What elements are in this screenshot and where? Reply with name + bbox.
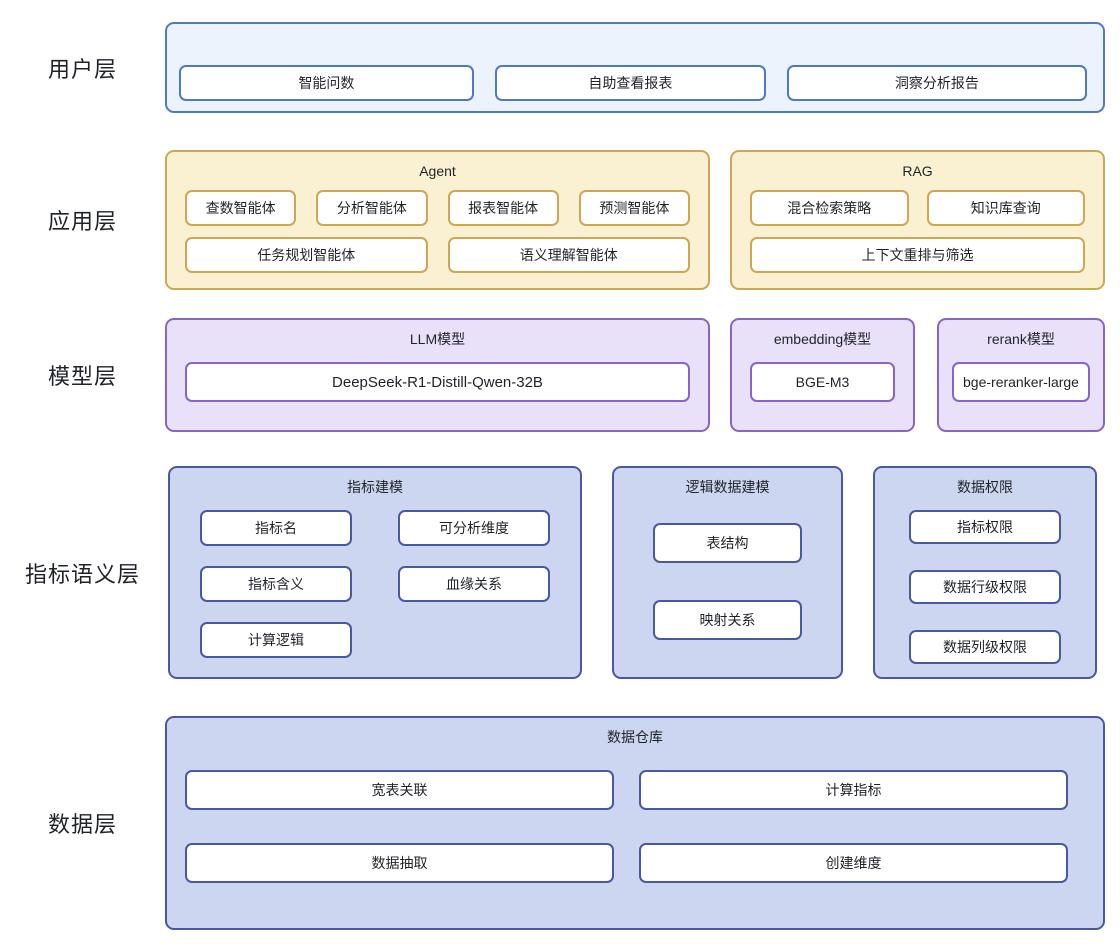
diagram-node: 语义理解智能体 [447,237,690,273]
group-title: 指标建模 [347,479,403,495]
group-rag-row2: 上下文重排与筛选 [750,237,1085,273]
layer-label-data: 数据层 [47,812,117,837]
layer-label-user: 用户层 [47,56,117,82]
diagram-node: 映射关系 [653,600,802,640]
diagram-node: 任务规划智能体 [185,237,428,273]
group-user-nodes: 智能问数 自助查看报表 洞察分析报告 [179,65,1087,101]
group-metric-nodes: 指标名 可分析维度 指标含义 血缘关系 计算逻辑 [200,510,550,658]
diagram-node: 分析智能体 [316,190,428,226]
group-agent: Agent 查数智能体 分析智能体 报表智能体 预测智能体 任务规划智能体 语义… [165,150,710,290]
group-data-warehouse: 数据仓库 宽表关联 计算指标 数据抽取 创建维度 [165,716,1105,930]
diagram-node: 智能问数 [179,65,474,101]
diagram-node: 上下文重排与筛选 [750,237,1085,273]
group-rag: RAG 混合检索策略 知识库查询 上下文重排与筛选 [730,150,1105,290]
diagram-node: 宽表关联 [185,770,614,810]
layer-row-model: 模型层 LLM模型 DeepSeek-R1-Distill-Qwen-32B e… [0,318,1120,432]
diagram-node: BGE-M3 [750,362,895,402]
layer-content-app: Agent 查数智能体 分析智能体 报表智能体 预测智能体 任务规划智能体 语义… [165,150,1105,290]
group-data-warehouse-nodes: 宽表关联 计算指标 数据抽取 创建维度 [185,770,1068,883]
group-metric-modeling: 指标建模 指标名 可分析维度 指标含义 血缘关系 计算逻辑 [168,466,582,679]
group-data-permission: 数据权限 指标权限 数据行级权限 数据列级权限 [873,466,1097,679]
layer-content-semantic: 指标建模 指标名 可分析维度 指标含义 血缘关系 计算逻辑 逻辑数据建模 表结构… [165,466,1105,679]
diagram-node: 洞察分析报告 [786,65,1087,101]
layer-row-data: 数据层 数据仓库 宽表关联 计算指标 数据抽取 创建维度 [0,716,1120,930]
layer-label-app: 应用层 [47,209,117,234]
group-title: 逻辑数据建模 [685,479,770,495]
diagram-node: 创建维度 [639,843,1068,883]
group-user: 智能问数 自助查看报表 洞察分析报告 [165,22,1105,113]
group-rerank: rerank模型 bge-reranker-large [937,318,1105,432]
diagram-node: 可分析维度 [398,510,550,546]
group-title: 数据仓库 [607,729,663,745]
layer-content-user: 智能问数 自助查看报表 洞察分析报告 [165,22,1105,113]
group-agent-row1: 查数智能体 分析智能体 报表智能体 预测智能体 [185,190,690,226]
diagram-node: 表结构 [653,523,802,563]
layer-row-app: 应用层 Agent 查数智能体 分析智能体 报表智能体 预测智能体 任务规划智能… [0,150,1120,290]
group-title: rerank模型 [987,331,1055,347]
diagram-node: 指标名 [200,510,352,546]
diagram-node: 自助查看报表 [494,65,766,101]
diagram-node: DeepSeek-R1-Distill-Qwen-32B [185,362,690,402]
group-title: Agent [419,163,456,179]
diagram-node: 混合检索策略 [750,190,909,226]
diagram-node: 指标权限 [909,510,1061,544]
layer-label-model: 模型层 [47,364,117,389]
layer-content-data: 数据仓库 宽表关联 计算指标 数据抽取 创建维度 [165,716,1105,930]
diagram-node: 计算指标 [639,770,1068,810]
diagram-node: 数据行级权限 [909,570,1061,604]
diagram-node: 数据抽取 [185,843,614,883]
diagram-node: 知识库查询 [926,190,1085,226]
diagram-node: 报表智能体 [447,190,559,226]
group-title: LLM模型 [409,331,466,347]
group-embedding: embedding模型 BGE-M3 [730,318,915,432]
diagram-node: 计算逻辑 [200,622,352,658]
group-title: RAG [902,163,933,179]
group-rag-row1: 混合检索策略 知识库查询 [750,190,1085,226]
diagram-node: 血缘关系 [398,566,550,602]
diagram-node: 查数智能体 [185,190,297,226]
group-agent-row2: 任务规划智能体 语义理解智能体 [185,237,690,273]
diagram-node: 数据列级权限 [909,630,1061,664]
group-title: 数据权限 [957,479,1013,495]
layer-row-semantic: 指标语义层 指标建模 指标名 可分析维度 指标含义 血缘关系 计算逻辑 逻辑数据… [0,466,1120,679]
diagram-node: 预测智能体 [578,190,690,226]
group-logical-data-modeling: 逻辑数据建模 表结构 映射关系 [612,466,843,679]
layer-content-model: LLM模型 DeepSeek-R1-Distill-Qwen-32B embed… [165,318,1105,432]
group-llm: LLM模型 DeepSeek-R1-Distill-Qwen-32B [165,318,710,432]
diagram-node: 指标含义 [200,566,352,602]
layer-label-semantic: 指标语义层 [24,561,140,587]
layer-row-user: 用户层 智能问数 自助查看报表 洞察分析报告 [0,22,1120,113]
diagram-node: bge-reranker-large [952,362,1090,402]
group-title: embedding模型 [773,331,872,347]
